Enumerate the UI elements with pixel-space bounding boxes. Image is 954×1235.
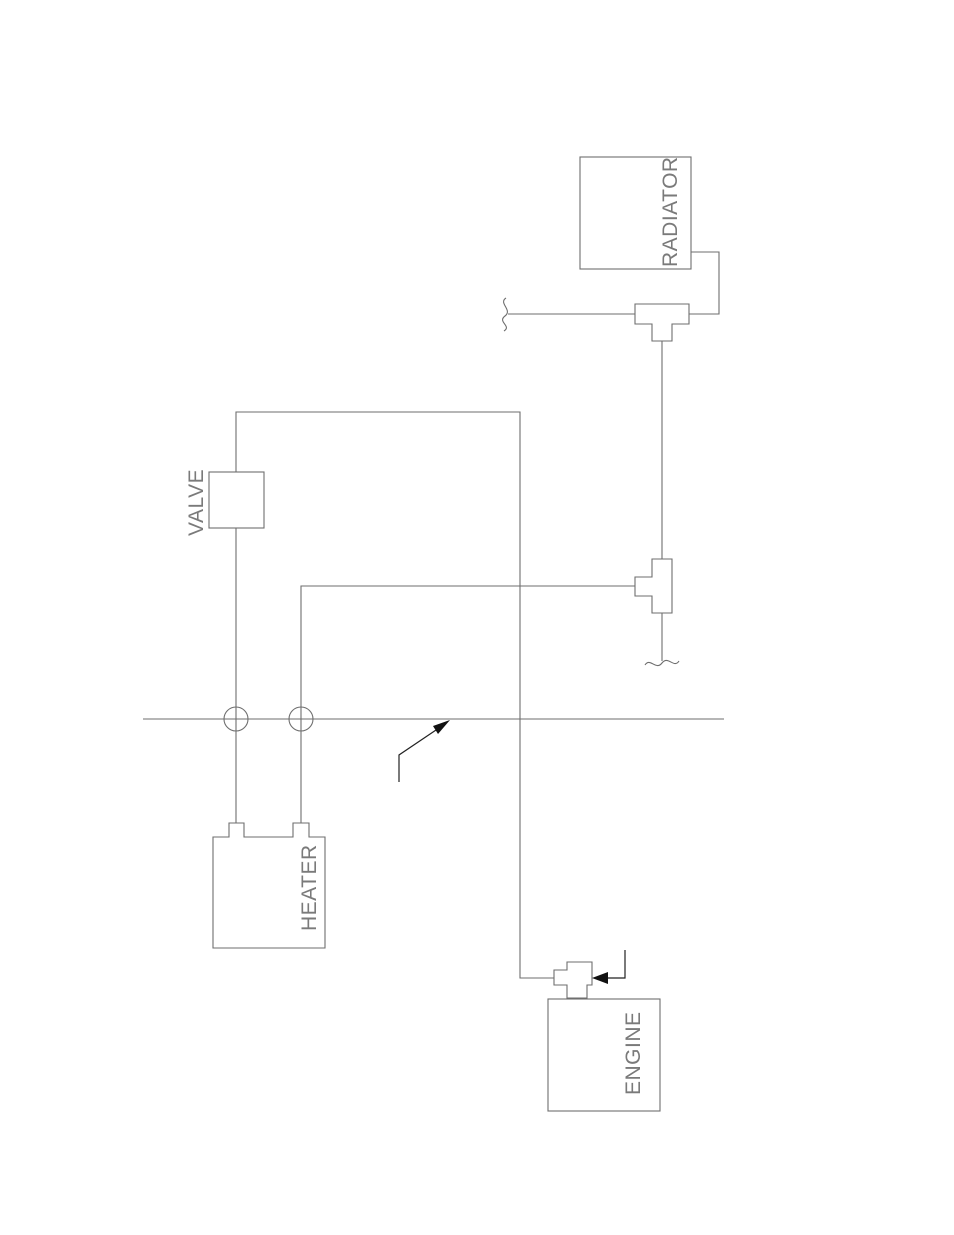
firewall-pointer-line — [399, 728, 439, 782]
lower-break-mark — [645, 660, 679, 665]
heater-return-line — [301, 586, 635, 823]
engine-label: ENGINE — [622, 1011, 645, 1095]
firewall-pointer-arrowhead — [433, 720, 450, 734]
valve-label: VALVE — [185, 469, 208, 536]
upper-break-mark — [503, 298, 508, 331]
engine-pointer-arrowhead — [592, 972, 608, 984]
lower-tee-fitting — [635, 559, 672, 613]
engine-fitting — [554, 962, 592, 998]
heater-label: HEATER — [298, 844, 321, 931]
upper-tee-fitting — [635, 304, 689, 341]
radiator-label: RADIATOR — [659, 156, 682, 267]
radiator-hose — [689, 252, 719, 314]
valve-box — [209, 472, 264, 528]
